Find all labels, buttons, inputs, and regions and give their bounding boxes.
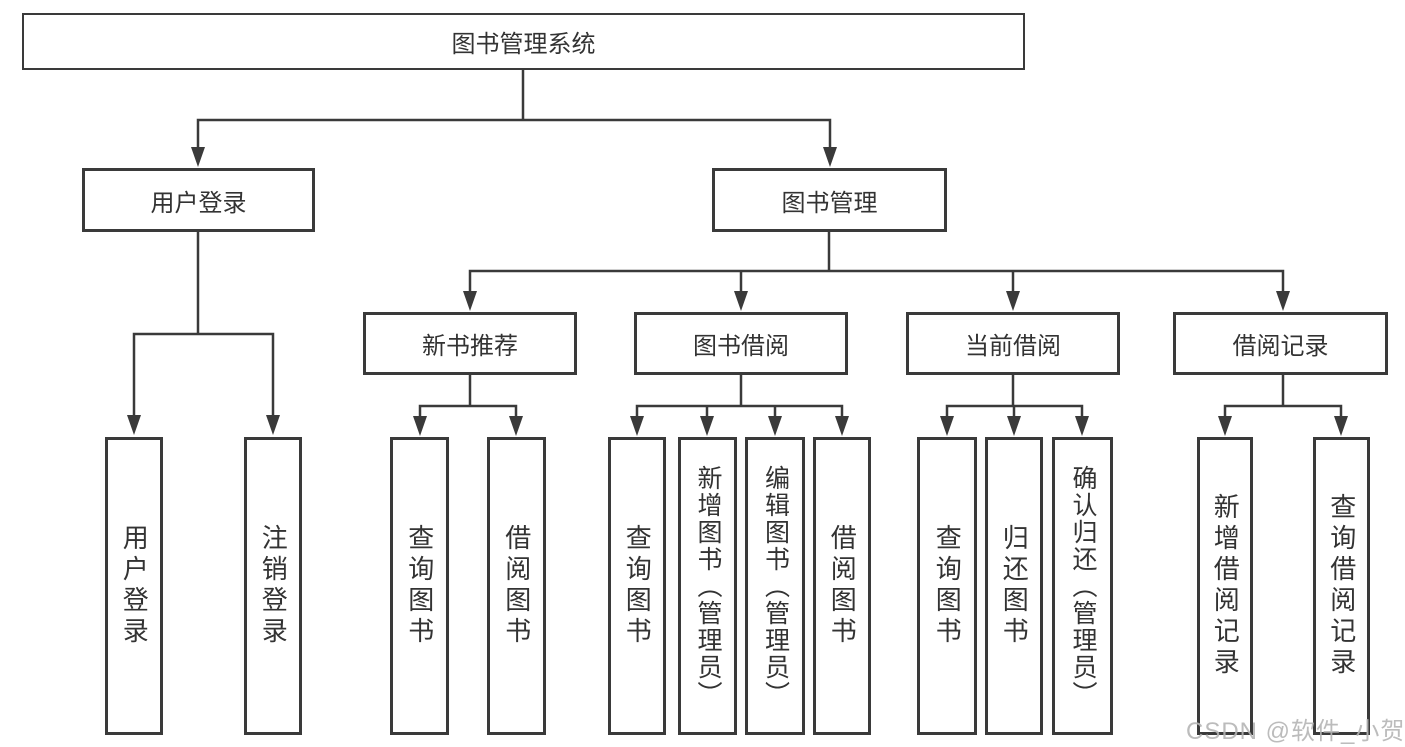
node-label: 借阅图书 xyxy=(827,524,858,648)
arrowhead xyxy=(509,416,523,436)
node-borrow-records: 借阅记录 xyxy=(1173,312,1388,375)
arrowhead xyxy=(630,416,644,436)
leaf-borrow-book: 借阅图书 xyxy=(813,437,871,735)
connector-borrow-records-to-leaves xyxy=(1218,373,1348,436)
node-root: 图书管理系统 xyxy=(22,13,1025,70)
node-label: 编辑图书（管理员） xyxy=(761,464,790,708)
watermark: CSDN @软件_小贺同学 xyxy=(1186,718,1405,745)
leaf-confirm-return-admin: 确认归还（管理员） xyxy=(1052,437,1113,735)
node-label: 图书管理 xyxy=(781,189,878,217)
arrowhead xyxy=(463,291,477,311)
node-label: 当前借阅 xyxy=(965,333,1061,360)
leaf-query-book-current: 查询图书 xyxy=(917,437,977,735)
node-label: 确认归还（管理员） xyxy=(1069,464,1097,708)
arrowhead xyxy=(1218,416,1232,436)
node-label: 查询图书 xyxy=(932,524,963,648)
connector-root-to-level2 xyxy=(191,68,837,167)
node-label: 借阅图书 xyxy=(501,524,532,648)
arrowhead xyxy=(734,291,748,311)
arrowhead xyxy=(1276,291,1290,311)
connector-user-login-to-leaves xyxy=(127,230,280,435)
leaf-add-book-admin: 新增图书（管理员） xyxy=(678,437,737,735)
node-label: 查询借阅记录 xyxy=(1326,493,1357,679)
leaf-query-book-borrow: 查询图书 xyxy=(608,437,666,735)
leaf-return-book: 归还图书 xyxy=(985,437,1043,735)
connector-book-management-to-level3 xyxy=(463,230,1290,311)
node-label: 用户登录 xyxy=(119,524,150,648)
arrowhead xyxy=(700,416,714,436)
node-current-borrow: 当前借阅 xyxy=(906,312,1120,375)
node-label: 图书管理系统 xyxy=(451,31,596,58)
node-label: 新增图书（管理员） xyxy=(694,464,722,708)
leaf-user-login: 用户登录 xyxy=(105,437,163,735)
node-label: 用户登录 xyxy=(150,189,247,217)
node-label: 查询图书 xyxy=(404,524,435,648)
leaf-add-borrow-record: 新增借阅记录 xyxy=(1197,437,1253,735)
arrowhead xyxy=(1334,416,1348,436)
arrowhead xyxy=(1006,291,1020,311)
connector-new-book-recommend-to-leaves xyxy=(413,373,523,436)
node-book-borrow: 图书借阅 xyxy=(634,312,848,375)
leaf-query-borrow-record: 查询借阅记录 xyxy=(1313,437,1370,735)
leaf-edit-book-admin: 编辑图书（管理员） xyxy=(745,437,805,735)
node-user-login: 用户登录 xyxy=(82,168,315,232)
arrowhead xyxy=(266,415,280,435)
node-book-management: 图书管理 xyxy=(712,168,947,232)
node-label: 新书推荐 xyxy=(422,333,518,360)
arrowhead xyxy=(413,416,427,436)
node-label: 归还图书 xyxy=(999,524,1030,648)
node-new-book-recommend: 新书推荐 xyxy=(363,312,577,375)
leaf-query-book-recommend: 查询图书 xyxy=(390,437,449,735)
node-label: 注销登录 xyxy=(258,524,289,648)
arrowhead xyxy=(127,415,141,435)
arrowhead xyxy=(768,416,782,436)
arrowhead xyxy=(191,147,205,167)
node-label: 借阅记录 xyxy=(1232,333,1329,360)
leaf-logout: 注销登录 xyxy=(244,437,302,735)
arrowhead xyxy=(940,416,954,436)
arrowhead xyxy=(1007,416,1021,436)
node-label: 新增借阅记录 xyxy=(1210,493,1241,679)
arrowhead xyxy=(823,147,837,167)
arrowhead xyxy=(835,416,849,436)
leaf-borrow-book-recommend: 借阅图书 xyxy=(487,437,546,735)
node-label: 图书借阅 xyxy=(693,333,789,360)
node-label: 查询图书 xyxy=(622,524,653,648)
connector-current-borrow-to-leaves xyxy=(940,373,1089,436)
arrowhead xyxy=(1075,416,1089,436)
connector-book-borrow-to-leaves xyxy=(630,373,849,436)
